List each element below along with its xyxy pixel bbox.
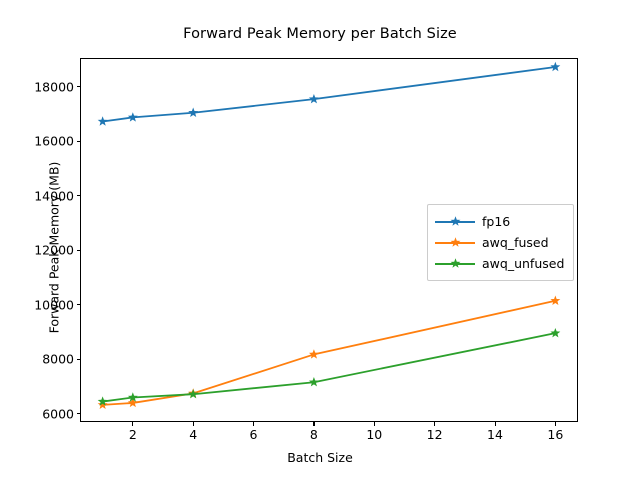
x-axis-tick-mark	[373, 422, 375, 426]
y-axis-tick-mark	[76, 140, 80, 142]
x-axis-tick-label: 8	[309, 427, 318, 442]
series-line	[101, 299, 557, 406]
y-axis-label: Forward Peak Memory (MB)	[46, 161, 62, 334]
data-point-marker	[308, 93, 319, 104]
plot-data-svg	[97, 61, 561, 410]
x-axis-tick-mark	[554, 422, 556, 426]
data-point-marker	[188, 389, 199, 399]
legend-item-awq_fused[interactable]: awq_fused	[435, 232, 564, 253]
chart-title: Forward Peak Memory per Batch Size	[183, 26, 457, 42]
data-point-marker	[550, 61, 561, 72]
x-axis-tick-label: 14	[487, 427, 503, 442]
data-point-marker	[188, 107, 199, 117]
x-axis-tick-label: 12	[426, 427, 443, 442]
x-axis-tick-label: 16	[547, 427, 564, 442]
data-point-marker	[97, 116, 108, 126]
series-awq_fused	[97, 295, 561, 410]
x-axis-tick-label: 10	[366, 427, 383, 442]
legend-star-icon	[450, 215, 461, 226]
legend-star-icon	[450, 257, 461, 268]
legend-label: fp16	[482, 214, 511, 229]
x-axis-tick-mark	[192, 422, 194, 426]
data-point-marker	[550, 327, 561, 338]
legend-swatch-icon	[435, 257, 475, 271]
series-line	[101, 66, 557, 123]
legend-label: awq_fused	[482, 235, 549, 250]
legend-label: awq_unfused	[482, 256, 565, 271]
y-axis-tick-label: 8000	[42, 351, 74, 367]
x-axis-tick-mark	[253, 422, 255, 426]
legend: fp16 awq_fused awq_unfused	[427, 204, 575, 281]
legend-star-icon	[450, 236, 461, 247]
legend-item-fp16[interactable]: fp16	[435, 211, 564, 232]
legend-item-awq_unfused[interactable]: awq_unfused	[435, 253, 564, 274]
x-axis-tick-mark	[494, 422, 496, 426]
y-axis-tick-label: 10000	[34, 297, 74, 313]
x-axis-tick-label: 2	[128, 427, 137, 442]
data-point-marker	[127, 392, 138, 402]
y-axis-tick-label: 14000	[34, 188, 74, 204]
x-axis-tick-mark	[313, 422, 315, 426]
data-point-marker	[97, 399, 108, 410]
y-axis-tick-mark	[76, 358, 80, 360]
data-point-marker	[550, 295, 561, 305]
series-awq_unfused	[97, 327, 561, 406]
data-point-marker	[127, 397, 138, 408]
data-point-marker	[308, 377, 319, 387]
y-axis-tick-mark	[76, 195, 80, 197]
y-axis-tick-label: 16000	[34, 133, 74, 149]
y-axis-tick-mark	[76, 249, 80, 251]
y-axis-tick-label: 18000	[34, 79, 74, 95]
x-axis-tick-label: 6	[249, 427, 258, 442]
x-axis-label: Batch Size	[287, 450, 353, 465]
y-axis-tick-label: 6000	[42, 406, 74, 422]
y-axis-tick-mark	[76, 413, 80, 415]
x-axis-tick-mark	[434, 422, 436, 426]
legend-swatch-icon	[435, 236, 475, 250]
data-point-marker	[127, 112, 138, 122]
x-axis-tick-label: 4	[189, 427, 198, 442]
series-line	[101, 332, 557, 403]
data-point-marker	[308, 349, 319, 359]
y-axis-tick-mark	[76, 86, 80, 88]
y-axis-tick-label: 12000	[34, 242, 74, 258]
y-axis-tick-mark	[76, 304, 80, 306]
data-point-marker	[97, 396, 108, 406]
x-axis-tick-mark	[132, 422, 134, 426]
legend-swatch-icon	[435, 215, 475, 229]
series-fp16	[97, 61, 561, 126]
